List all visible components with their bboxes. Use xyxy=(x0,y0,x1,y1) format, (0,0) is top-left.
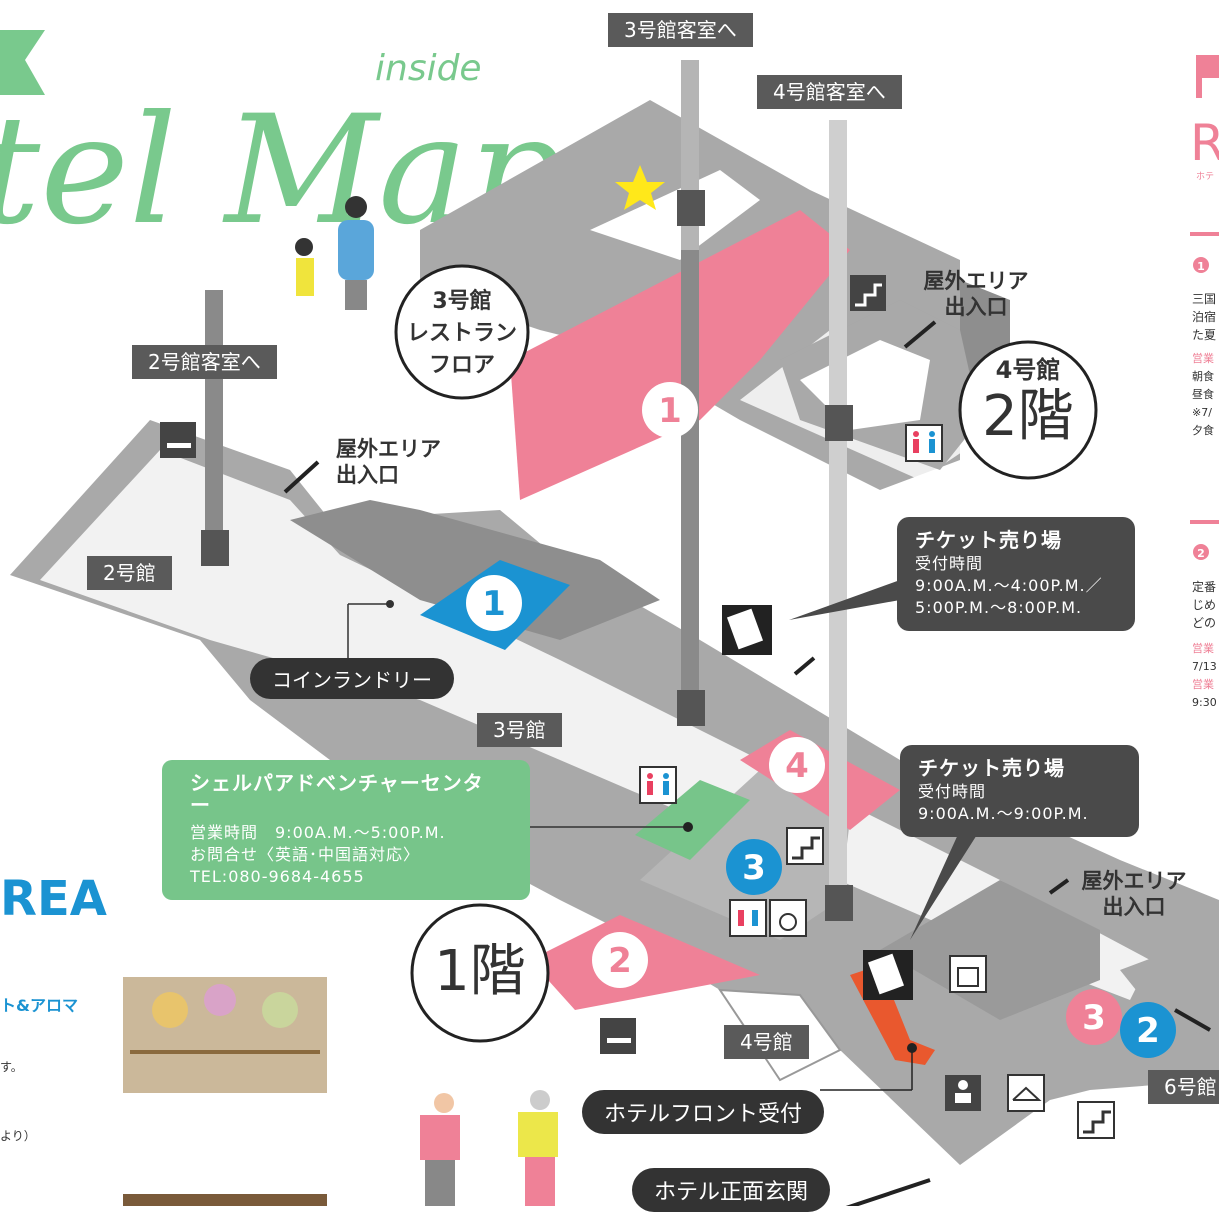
left-text-2: より） xyxy=(0,1129,36,1143)
floor-2-text: 4号館 2階 xyxy=(982,356,1074,449)
right-panel-text-1: 三国泊宿た夏 営業 朝食 昼食 ※7/ 夕食 xyxy=(1192,292,1217,437)
floor-1-text: 1階 xyxy=(434,939,526,1004)
marker-3-pink: 3 xyxy=(1082,998,1106,1038)
baby-room-icon xyxy=(945,1075,981,1111)
outdoor-exit-3: 屋外エリア 出入口 xyxy=(1081,869,1187,919)
coin-laundry-label: コインランドリー xyxy=(250,658,454,699)
area-1-pink-2f xyxy=(510,210,850,500)
restroom-icon xyxy=(905,424,943,462)
right-panel-heading: R xyxy=(1190,114,1219,172)
building6-label: 6号館 xyxy=(1148,1070,1219,1104)
stairs-icon xyxy=(1077,1101,1115,1139)
right-number-1: 1 xyxy=(1197,260,1205,273)
ticket-icon xyxy=(722,605,772,655)
ticket-icon xyxy=(863,950,913,1000)
map-title-inside: inside xyxy=(375,48,482,89)
area-heading: REA xyxy=(0,871,107,927)
marker-1-pink: 1 xyxy=(658,391,682,431)
area-green xyxy=(635,780,750,860)
building3-label: 3号館 xyxy=(477,713,562,747)
marker-3-blue: 3 xyxy=(742,848,766,888)
cloakroom-icon xyxy=(1007,1074,1045,1112)
adventure-center-box: シェルパアドベンチャーセンター 営業時間 9:00A.M.〜5:00P.M. お… xyxy=(162,760,530,900)
stairs-icon xyxy=(786,827,824,865)
right-number-2: 2 xyxy=(1197,547,1205,560)
restroom-accessible-icon xyxy=(729,899,807,937)
ticket-office-2: チケット売り場 受付時間 9:00A.M.〜9:00P.M. xyxy=(900,745,1139,837)
restaurant-floor-badge xyxy=(394,264,530,400)
left-text-1: す。 xyxy=(0,1060,23,1074)
right-panel-text-2: 定番じめどの 営業 7/13 営業 9:30 xyxy=(1192,580,1217,709)
ticket-office-1: チケット売り場 受付時間 9:00A.M.〜4:00P.M.／ 5:00P.M.… xyxy=(897,517,1135,631)
floor-2-badge xyxy=(958,340,1098,480)
marker-4-pink: 4 xyxy=(785,746,809,786)
restroom-icon xyxy=(639,766,677,804)
aroma-heading: ト&アロマ xyxy=(0,996,78,1015)
front-desk-label: ホテルフロント受付 xyxy=(582,1090,825,1134)
people-illustration xyxy=(295,196,558,1206)
to-building2-label: 2号館客室へ xyxy=(132,345,277,379)
main-entrance-label: ホテル正面玄関 xyxy=(632,1168,831,1212)
marker-2-blue: 2 xyxy=(1136,1011,1160,1051)
flag-icon xyxy=(1196,55,1219,98)
restaurant-floor-text: 3号館レストランフロア xyxy=(406,289,517,378)
stairs-icon xyxy=(850,275,886,311)
smoking-icon xyxy=(160,422,196,458)
outdoor-exit-1: 屋外エリア 出入口 xyxy=(336,437,441,487)
smoking-icon xyxy=(600,1018,636,1054)
to-building3-label: 3号館客室へ xyxy=(608,13,753,47)
outdoor-exit-2: 屋外エリア 出入口 xyxy=(923,269,1029,319)
right-panel-sub: ホテ xyxy=(1196,172,1215,182)
star-icon xyxy=(615,165,665,210)
floor-1-badge xyxy=(410,903,550,1043)
building2-label: 2号館 xyxy=(87,556,172,590)
marker-2-pink: 2 xyxy=(608,941,632,981)
building4-label: 4号館 xyxy=(724,1025,809,1059)
star-ribbon-icon xyxy=(0,30,45,95)
locker-icon xyxy=(949,955,987,993)
elevator-icon xyxy=(201,190,853,921)
to-building4-label: 4号館客室へ xyxy=(757,75,902,109)
marker-1-blue: 1 xyxy=(482,584,506,624)
